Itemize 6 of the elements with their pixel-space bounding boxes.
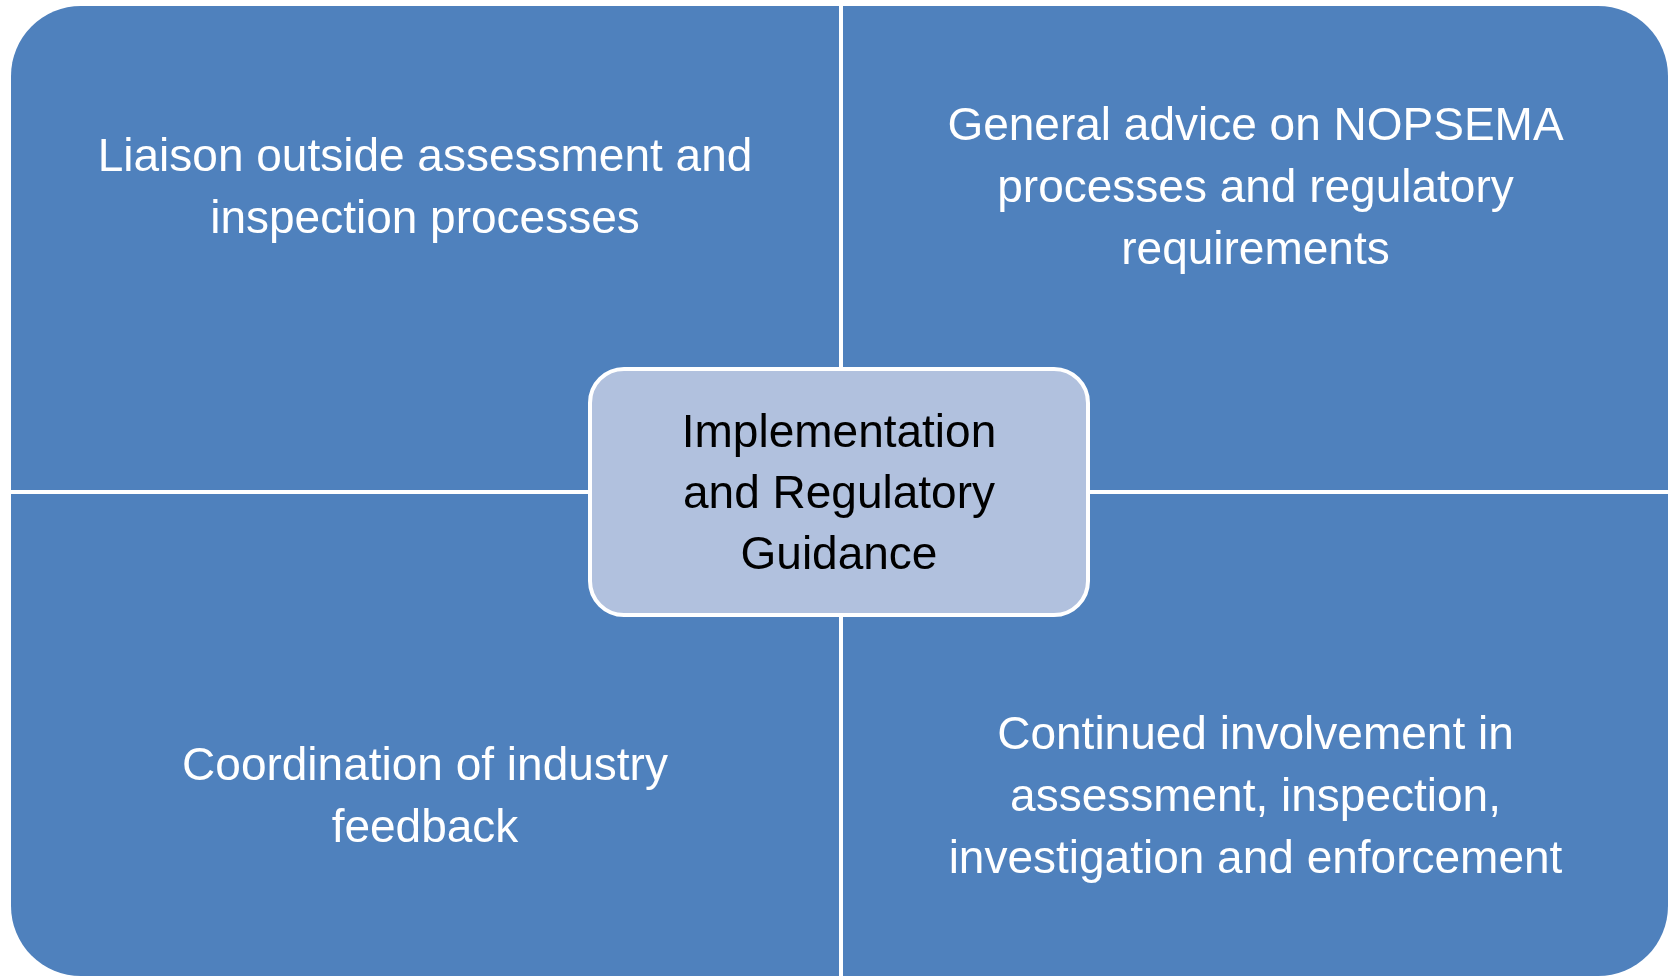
node-text: Liaison outside assessment and inspection processes [96,128,754,245]
center-box [588,367,1090,617]
node-text: Coordination of industry feedback [181,737,669,854]
node-text: Implementation and Regulatory Guidance [680,403,998,581]
node-text: General advice on NOPSEMA processes and regulatory requirements [946,97,1565,276]
node-text: Continued involvement in assessment, inspection, investigation and enforcement [947,706,1564,885]
